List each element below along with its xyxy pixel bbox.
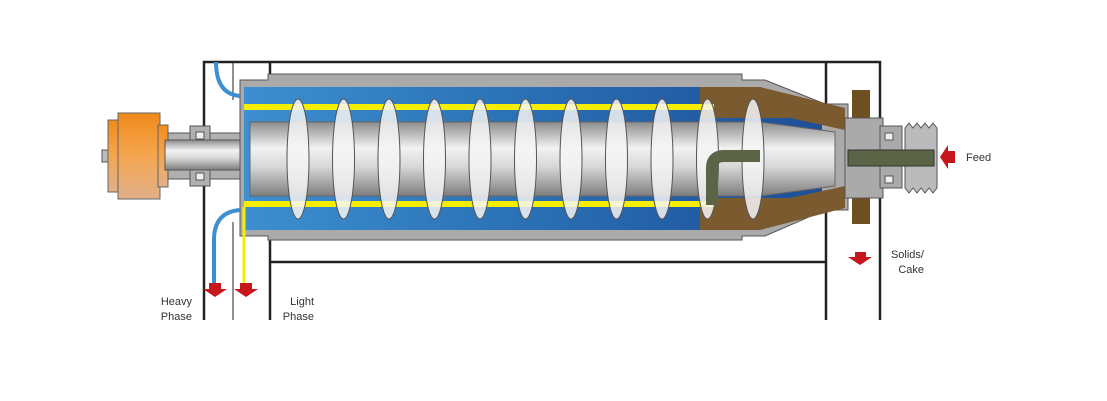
solids-bottom	[700, 186, 845, 230]
scroll-flight	[514, 98, 537, 220]
light-phase-arrow-icon	[234, 283, 258, 297]
scroll-flights	[286, 98, 765, 220]
heavy-phase-label: Heavy Phase	[158, 295, 192, 325]
solids-line2: Cake	[898, 264, 924, 276]
scroll-flight	[332, 98, 355, 220]
feed-inlet	[844, 90, 938, 224]
bowl	[239, 73, 849, 241]
solids-top	[700, 87, 845, 130]
motor	[101, 112, 169, 200]
heavy-phase-arrow-icon	[203, 283, 227, 297]
feed-pipe	[847, 149, 935, 167]
light-phase-line1: Light	[290, 296, 314, 308]
feed-arrow-icon	[940, 145, 955, 169]
heavy-phase-stream-top	[214, 61, 241, 98]
light-phase-line2: Phase	[282, 311, 314, 323]
heavy-phase-line2: Phase	[160, 311, 192, 323]
scroll-flight	[377, 98, 401, 220]
heavy-phase-line1: Heavy	[160, 296, 192, 308]
scroll-flight	[423, 98, 446, 220]
feed-tube-inner	[706, 150, 760, 205]
scroll-flight	[468, 98, 492, 220]
solids-arrow-icon	[848, 252, 872, 265]
feed-label: Feed	[966, 152, 992, 164]
solids-line1: Solids/	[890, 249, 924, 261]
scroll-flight	[559, 98, 583, 220]
scroll-flight	[605, 98, 628, 220]
solids-cake-label: Solids/ Cake	[886, 248, 924, 278]
heavy-phase-stream	[212, 208, 241, 283]
scroll-flight	[286, 98, 310, 220]
light-phase-label: Light Phase	[280, 295, 314, 325]
scroll-flight	[650, 98, 674, 220]
